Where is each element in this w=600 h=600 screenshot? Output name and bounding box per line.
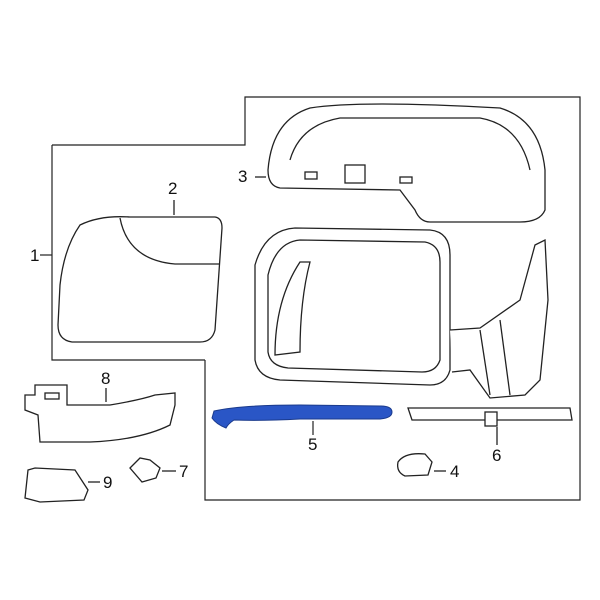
callout-1: 1 [30, 246, 40, 265]
mirror-housing-part [254, 227, 549, 399]
callout-9: 9 [103, 473, 113, 492]
callout-2: 2 [168, 179, 178, 198]
mirror-cover-part [255, 103, 546, 223]
trim-strip-part-highlighted [211, 404, 393, 435]
callout-6: 6 [492, 446, 502, 465]
group-frame-1 [51, 145, 205, 361]
trim-bracket-part [407, 407, 573, 445]
callout-5: 5 [308, 435, 318, 454]
mirror-glass-part [57, 200, 223, 343]
group-frame-outer [52, 96, 581, 501]
callout-3: 3 [238, 167, 248, 186]
callout-4: 4 [450, 462, 460, 481]
puddle-lamp-part [24, 467, 100, 503]
clip-part-4 [397, 453, 446, 477]
callout-7: 7 [179, 462, 189, 481]
clip-part-7 [129, 457, 176, 483]
turn-signal-part [24, 384, 176, 443]
callout-8: 8 [101, 369, 111, 388]
